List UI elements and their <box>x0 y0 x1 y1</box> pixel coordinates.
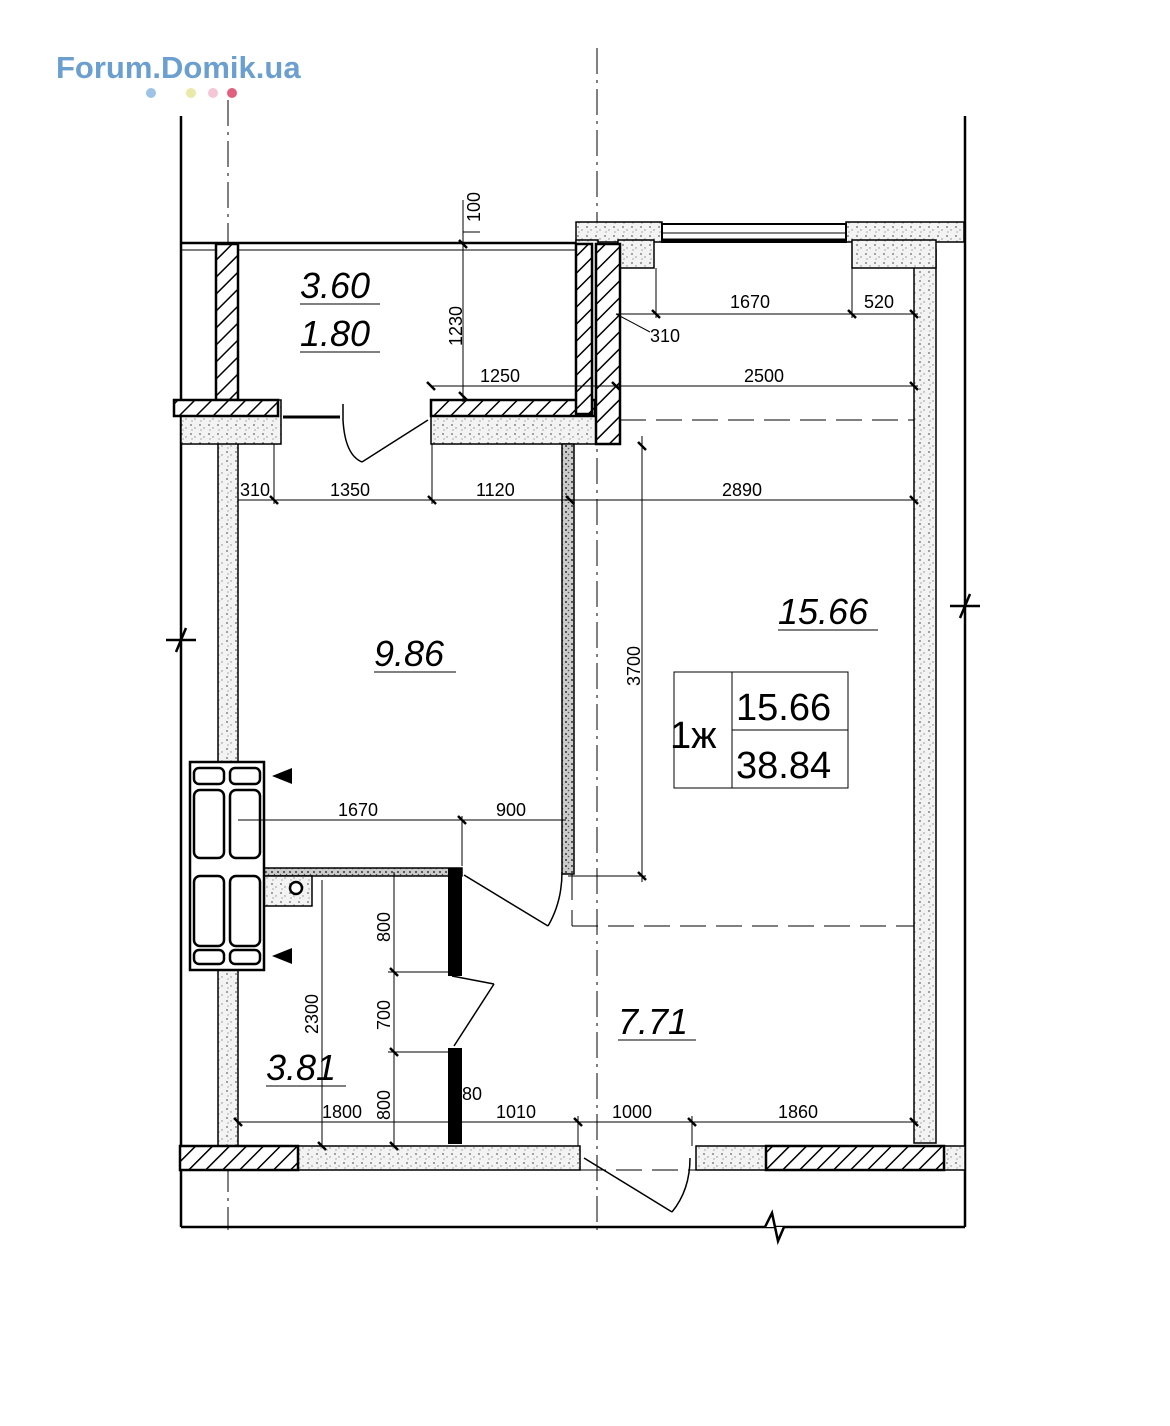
dim-1120: 1120 <box>476 480 515 500</box>
concrete-walls <box>180 221 966 1171</box>
watermark-dot <box>146 88 156 98</box>
apartment-type: 1ж <box>670 715 717 757</box>
dim-700: 700 <box>374 1000 394 1030</box>
dim-310-left: 310 <box>240 480 270 500</box>
break-marks <box>166 593 980 1246</box>
living-room-area: 15.66 <box>778 591 869 632</box>
doors <box>283 404 691 1213</box>
dim-900: 900 <box>496 800 526 820</box>
dim-1230: 1230 <box>446 306 466 346</box>
dim-1010: 1010 <box>496 1102 536 1122</box>
dim-310-top: 310 <box>650 326 680 346</box>
dimension-labels: 100 1230 1250 2500 1670 520 310 310 1350… <box>240 192 894 1122</box>
bathroom-area: 3.81 <box>266 1047 336 1088</box>
room-area-labels: 3.60 1.80 9.86 15.66 7.71 3.81 <box>266 265 878 1088</box>
dim-1670-top: 1670 <box>730 292 770 312</box>
dim-100: 100 <box>464 192 484 222</box>
site-watermark: Forum.Domik.ua <box>56 50 301 85</box>
vent-shaft <box>188 760 304 972</box>
dim-80: 80 <box>462 1084 482 1104</box>
dim-800-bottom: 800 <box>374 1090 394 1120</box>
dim-1350: 1350 <box>330 480 370 500</box>
outer-frame <box>179 116 967 1229</box>
watermark-dot <box>186 88 196 98</box>
dim-1250: 1250 <box>480 366 520 386</box>
partition-walls <box>448 868 462 1144</box>
dim-2300: 2300 <box>302 994 322 1034</box>
bedroom-area: 9.86 <box>374 633 445 674</box>
balcony-area: 3.60 <box>300 265 370 306</box>
watermark-dots <box>146 88 246 100</box>
top-window <box>661 223 847 243</box>
balcony-reduced-area: 1.80 <box>300 313 370 354</box>
hall-area: 7.71 <box>618 1001 688 1042</box>
dim-800-top: 800 <box>374 912 394 942</box>
living-area-value: 15.66 <box>736 687 831 729</box>
watermark-dot <box>208 88 218 98</box>
dimension-ticks <box>233 239 919 1151</box>
dim-1800: 1800 <box>322 1102 362 1122</box>
dim-2500: 2500 <box>744 366 784 386</box>
dim-520: 520 <box>864 292 894 312</box>
dim-3700: 3700 <box>624 646 644 686</box>
dim-1860: 1860 <box>778 1102 818 1122</box>
dim-2890: 2890 <box>722 480 762 500</box>
vent-arrows <box>272 768 292 964</box>
hatched-walls <box>172 242 946 1172</box>
total-area-value: 38.84 <box>736 745 831 787</box>
dim-1000: 1000 <box>612 1102 652 1122</box>
zone-lines <box>571 419 914 1171</box>
watermark-dot <box>227 88 237 98</box>
area-summary-box: 1ж 15.66 38.84 <box>670 671 849 789</box>
dim-1670-mid: 1670 <box>338 800 378 820</box>
